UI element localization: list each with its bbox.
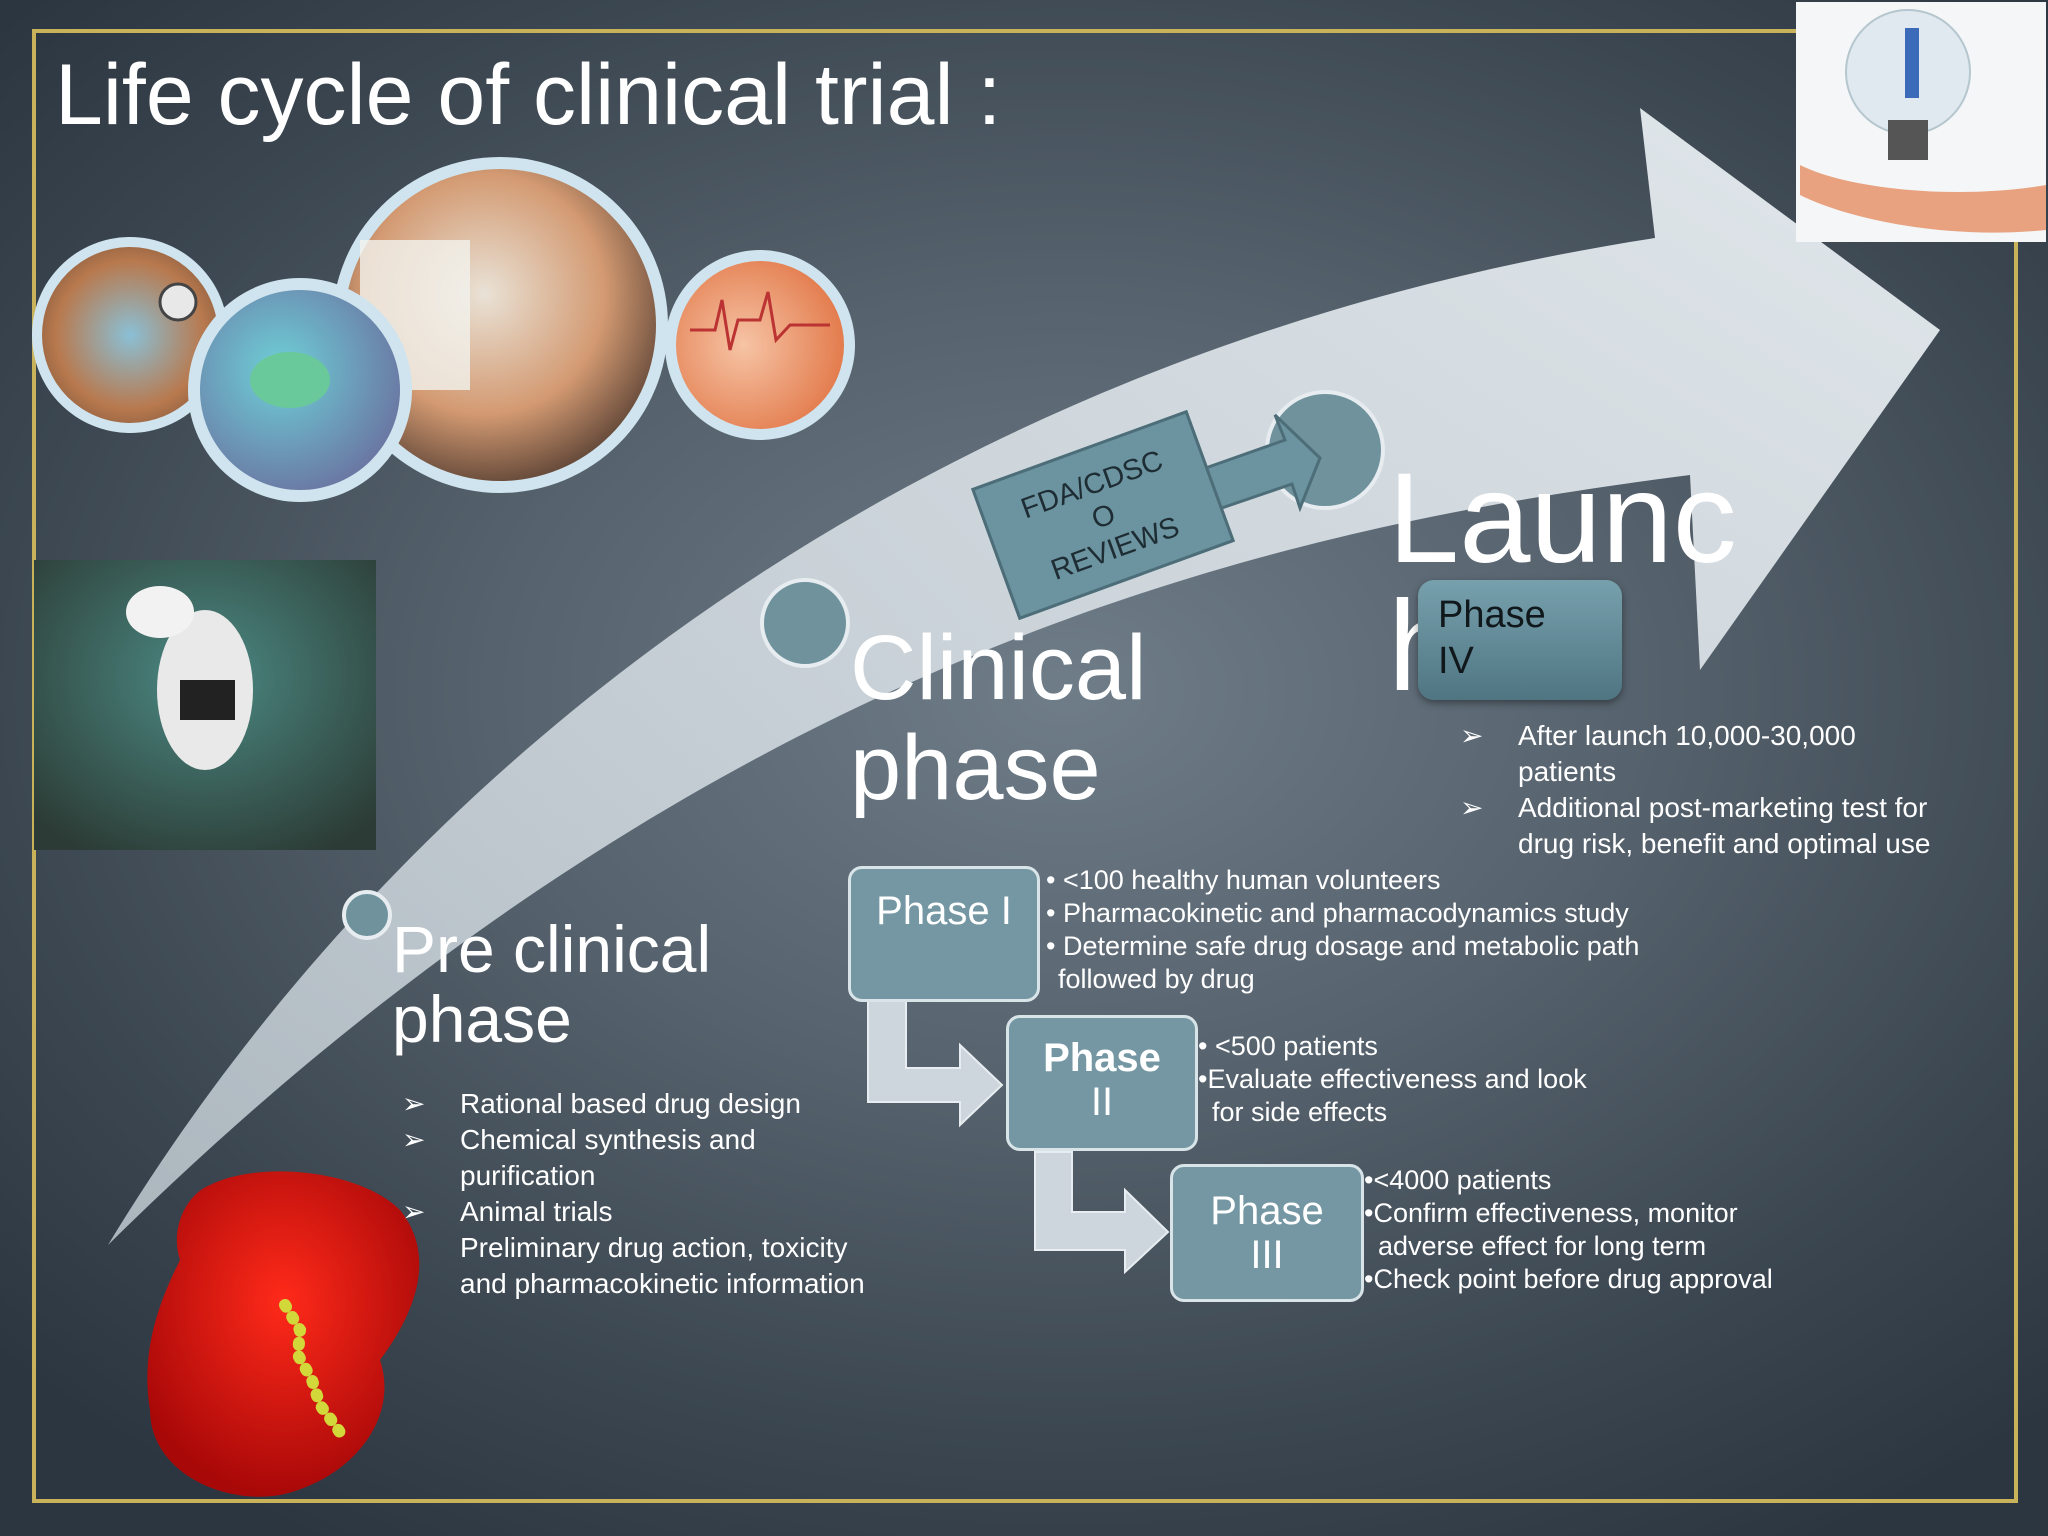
ecg-photo (665, 250, 855, 440)
phase4-label-line2: IV (1438, 640, 1474, 682)
preclinical-label-line2: phase (392, 982, 572, 1056)
bp-cuff-photo (32, 237, 228, 433)
phase3-box: Phase III (1170, 1164, 1364, 1302)
phase2-bullets: • <500 patients •Evaluate effectiveness … (1198, 1030, 1587, 1129)
phase2-to-phase3-arrow (1034, 1151, 1170, 1275)
researcher-photo (332, 157, 668, 493)
phase3-label-line1: Phase (1210, 1189, 1324, 1233)
arrow-bullet-icon: ➢ (1460, 720, 1484, 751)
lightbulb-hand-photo (1796, 2, 2046, 242)
clinical-node (760, 578, 850, 668)
phase1-to-phase2-arrow (867, 994, 1004, 1128)
phase3-bullets: •<4000 patients •Confirm effectiveness, … (1364, 1164, 1773, 1296)
phase2-label-line2: II (1090, 1080, 1114, 1124)
lab-rat-photo (34, 560, 376, 850)
phase1-label: Phase I (876, 889, 1012, 933)
phase3-label-line2: III (1250, 1233, 1284, 1277)
list-item: • <500 patients (1198, 1031, 1378, 1061)
list-item: ➢Rational based drug design (402, 1086, 801, 1122)
slide-title: Life cycle of clinical trial : (55, 47, 1002, 143)
phase2-label-line1: Phase (1043, 1036, 1161, 1080)
arrow-bullet-icon: ➢ (1460, 792, 1484, 823)
preclinical-label-line1: Pre clinical (392, 912, 712, 986)
launch-label-line1: Launc (1388, 447, 1737, 590)
review-arrow (1198, 413, 1322, 514)
arrow-bullet-icon: ➢ (402, 1124, 426, 1155)
arrow-bullet-icon: ➢ (402, 1196, 426, 1227)
phase4-box: Phase IV (1418, 580, 1622, 700)
list-item: •Check point before drug approval (1364, 1264, 1773, 1294)
list-item: • <100 healthy human volunteers (1046, 865, 1441, 895)
phase2-box: Phase II (1006, 1015, 1198, 1151)
list-item: • Pharmacokinetic and pharmacodynamics s… (1046, 898, 1629, 928)
list-item: •<4000 patients (1364, 1165, 1552, 1195)
arrow-bullet-icon: ➢ (402, 1088, 426, 1119)
phase1-bullets: • <100 healthy human volunteers • Pharma… (1046, 864, 1639, 996)
protein-molecule-image (147, 1171, 420, 1497)
cells-micrograph-photo (188, 278, 412, 502)
clinical-label-line1: Clinical (850, 617, 1147, 719)
list-item: • Determine safe drug dosage and metabol… (1046, 931, 1640, 994)
clinical-label-line2: phase (850, 717, 1101, 819)
progress-arrow (108, 108, 1940, 1245)
phase1-box: Phase I (848, 866, 1040, 1002)
list-item: ➢Animal trials (402, 1194, 612, 1230)
phase4-label-line1: Phase (1438, 594, 1546, 636)
preclinical-node (342, 890, 392, 940)
clinical-label: Clinical phase (850, 618, 1147, 818)
preclinical-label: Pre clinical phase (392, 914, 711, 1054)
